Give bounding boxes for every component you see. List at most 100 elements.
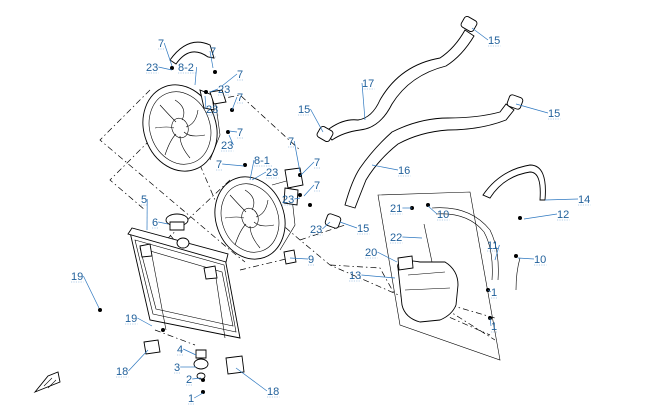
callout-c16: 16	[371, 164, 411, 177]
callout-number: 7	[210, 46, 216, 58]
callout-number: 8-2	[178, 62, 194, 74]
callout-number: 7	[314, 157, 320, 169]
callout-number: 23	[221, 140, 233, 152]
callout-number: 18	[267, 386, 279, 398]
small-hose-top	[169, 41, 215, 65]
callout-c23b: 23	[209, 84, 231, 96]
callout-leader-line	[310, 108, 324, 133]
callout-number: 7	[288, 136, 294, 148]
callout-number: 11	[487, 240, 498, 252]
callout-leader-line	[235, 367, 268, 392]
callout-leader-line	[83, 275, 100, 309]
callout-leader-line	[487, 289, 492, 293]
callout-leader-line	[489, 317, 492, 327]
callout-c15b: 15	[298, 104, 324, 133]
callout-number: 13	[349, 270, 361, 282]
callout-number: 23	[282, 194, 294, 206]
callout-number: 23	[218, 84, 230, 96]
callout-number: 22	[390, 232, 402, 244]
callout-c10b: 10	[517, 254, 547, 266]
callout-c19a: 19	[71, 271, 100, 309]
callout-leader-line	[361, 82, 366, 121]
callout-leader-line	[523, 213, 558, 220]
callout-c10a: 10	[427, 205, 450, 221]
callout-leader-line	[204, 95, 207, 110]
callout-c12: 12	[523, 209, 570, 221]
callout-c7b: 7	[209, 46, 217, 69]
callout-number: 23	[266, 167, 278, 179]
callout-c7g: 7	[288, 136, 301, 173]
callout-c7e: 7	[228, 127, 244, 139]
callout-c18b: 18	[235, 367, 280, 398]
callout-c11: 11	[487, 240, 500, 261]
callout-number: 4	[177, 344, 183, 356]
callout-leader-line	[361, 274, 396, 279]
callout-c15a: 15	[471, 27, 501, 47]
callout-leader-line	[221, 73, 238, 87]
callout-c7c: 7	[221, 69, 244, 87]
callout-c23g: 23	[310, 221, 331, 236]
callout-c4: 4	[177, 344, 197, 356]
callout-leader-line	[228, 130, 238, 133]
callout-c1a: 1	[487, 287, 498, 299]
callout-number: 10	[437, 209, 449, 221]
callout-c7a: 7	[158, 38, 173, 67]
callout-number: 1	[188, 393, 194, 405]
callout-number: 7	[237, 127, 243, 139]
callout-leader-line	[322, 221, 331, 230]
callout-number: 16	[398, 165, 410, 177]
callout-leader-line	[402, 236, 423, 239]
callout-number: 20	[365, 247, 377, 259]
callout-number: 3	[174, 362, 180, 374]
callout-leader-line	[158, 221, 169, 225]
callout-leader-line	[294, 197, 301, 200]
callout-number: 10	[534, 254, 546, 266]
callout-c6: 6	[152, 217, 169, 229]
callout-c21: 21	[390, 203, 412, 215]
callout-leader-line	[303, 184, 315, 197]
callout-c23c: 23	[204, 95, 219, 116]
callout-c7i: 7	[303, 180, 321, 197]
hose-clamps	[316, 15, 524, 229]
callout-c17: 17	[361, 78, 375, 121]
callout-c7f: 7	[216, 159, 245, 171]
callout-leader-line	[299, 161, 315, 177]
callout-leader-line	[128, 349, 149, 372]
callout-leader-line	[293, 140, 301, 173]
callout-leader-line	[228, 134, 234, 146]
callout-number: 21	[390, 203, 402, 215]
callout-number: 15	[548, 108, 560, 120]
callout-number: 7	[158, 38, 164, 50]
small-hardware	[98, 66, 522, 394]
callout-c23a: 23	[146, 62, 173, 74]
callout-c15d: 15	[339, 221, 370, 235]
callout-c20: 20	[365, 247, 398, 263]
callout-number: 7	[237, 92, 243, 104]
callout-number: 15	[298, 104, 310, 116]
callout-leader-line	[339, 221, 358, 229]
callout-number: 23	[310, 224, 322, 236]
callout-number: 7	[314, 180, 320, 192]
callout-number: 15	[488, 35, 500, 47]
callout-c3: 3	[174, 362, 196, 374]
callout-leader-line	[222, 163, 245, 167]
breather-hose	[431, 207, 499, 281]
callout-leader-line	[194, 392, 204, 399]
coolant-reservoir	[397, 223, 459, 323]
front-direction-arrow-icon	[33, 371, 61, 394]
callout-c5: 5	[141, 194, 148, 231]
callout-leader-line	[209, 50, 214, 69]
hose-lower-long	[344, 103, 515, 209]
cooling-fan-upper	[142, 84, 227, 172]
reservoir-group-frame	[377, 191, 501, 361]
callout-leader-line	[427, 205, 438, 215]
callout-number: 23	[206, 104, 218, 116]
callout-c23f: 23	[282, 194, 301, 206]
callout-leader-line	[192, 377, 202, 380]
callout-leader-line	[194, 66, 197, 86]
callout-number: 9	[308, 254, 314, 266]
callout-number: 6	[152, 217, 158, 229]
callout-leader-line	[231, 96, 238, 111]
